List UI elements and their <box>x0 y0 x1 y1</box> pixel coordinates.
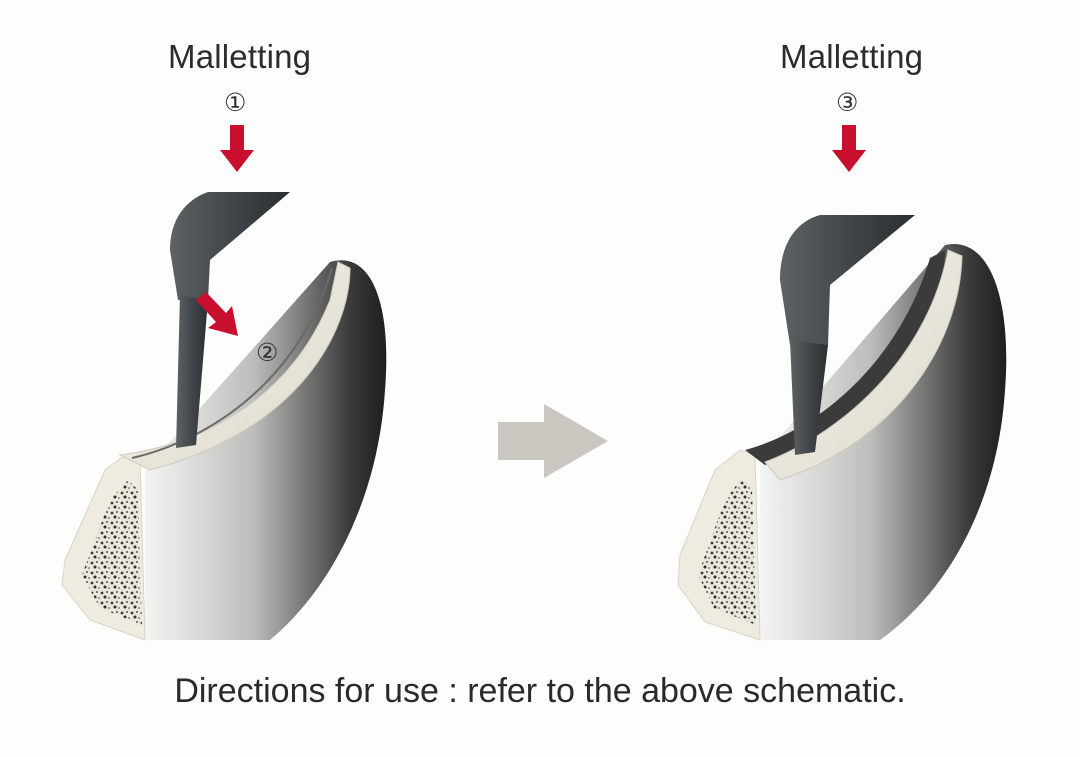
left-step-number-2: ② <box>256 338 278 367</box>
right-bone-block <box>678 244 1006 640</box>
right-malletting-label: Malletting <box>780 38 923 76</box>
left-malletting-label: Malletting <box>168 38 311 76</box>
left-step-number-1: ① <box>224 88 246 117</box>
left-malletting-arrow <box>220 125 254 172</box>
right-malletting-arrow <box>832 125 866 172</box>
right-step-number-3: ③ <box>836 88 858 117</box>
left-instrument-handle <box>170 192 290 300</box>
transition-arrow-icon <box>498 404 608 478</box>
directions-caption: Directions for use : refer to the above … <box>0 672 1080 711</box>
